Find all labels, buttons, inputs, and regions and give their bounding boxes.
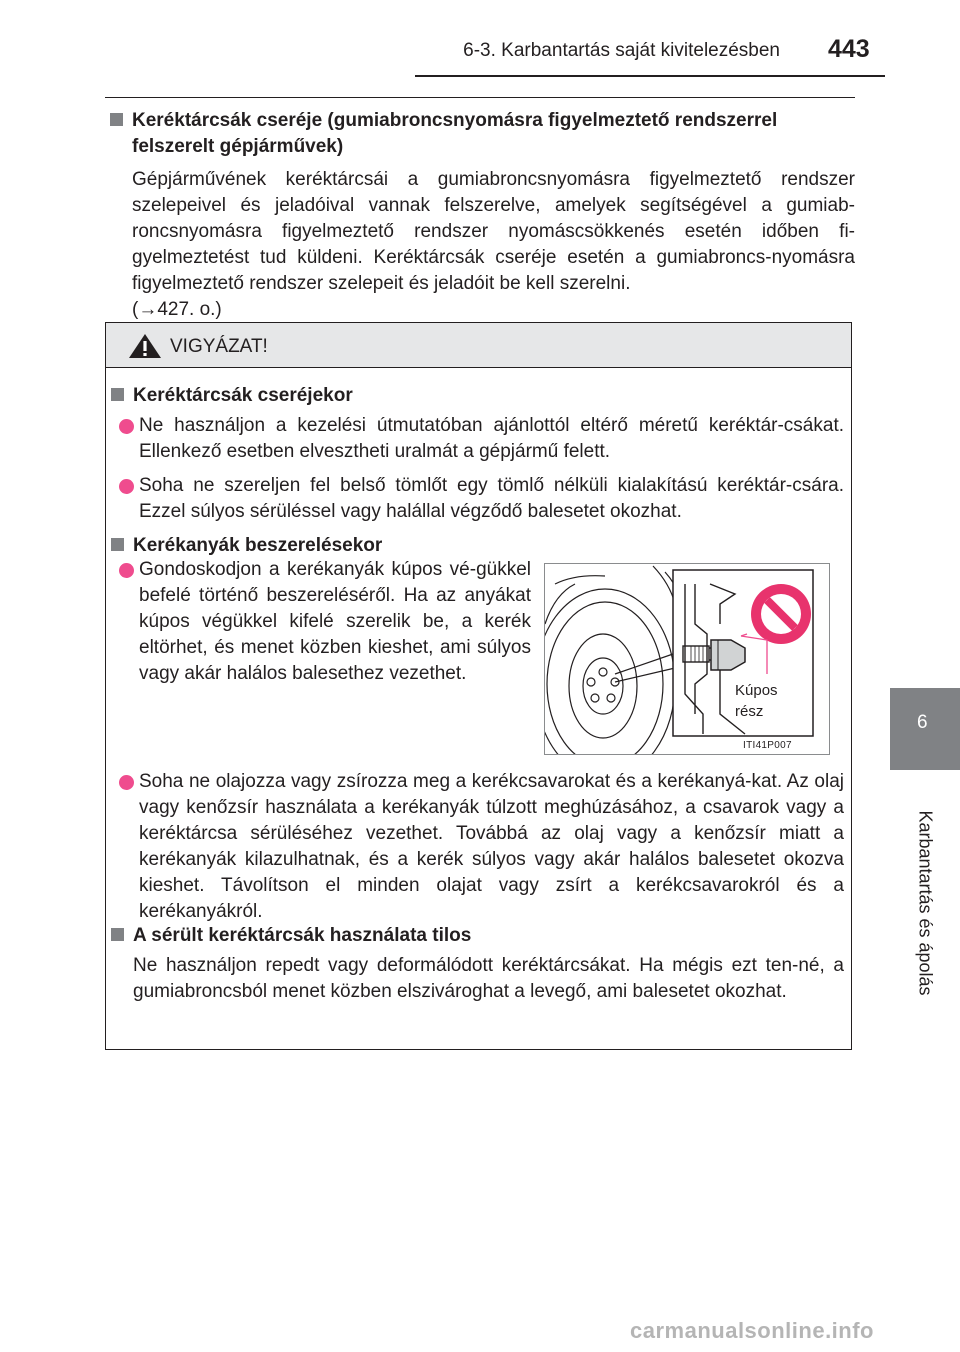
callout-label: Kúpos rész — [735, 682, 778, 720]
content-divider — [105, 97, 855, 98]
lubrication-warning: Soha ne olajozza vagy zsírozza meg a ker… — [111, 769, 844, 925]
page-reference: (→427. o.) — [132, 299, 222, 320]
lug-nut-heading: Kerékanyák beszerelésekor — [111, 533, 844, 559]
chapter-number: 6 — [917, 712, 928, 733]
chapter-label: Karbantartás és ápolás — [915, 810, 936, 996]
caution-box: VIGYÁZAT! Keréktárcsák cseréjekor Ne has… — [105, 322, 852, 1050]
warning-triangle-icon — [129, 334, 161, 358]
header-divider — [415, 75, 885, 77]
intro-heading-continued: felszerelt gépjárművek) — [132, 136, 344, 157]
wheel-illustration — [545, 565, 814, 754]
damaged-wheel-body: Ne használjon repedt vagy deformálódott … — [133, 955, 844, 1002]
square-bullet-icon — [110, 113, 123, 126]
intro-section: Keréktárcsák cseréje (gumiabroncsnyomásr… — [110, 108, 855, 323]
list-item: Gondoskodjon a kerékanyák kúpos vé-gükke… — [111, 557, 531, 687]
caution-header: VIGYÁZAT! — [106, 323, 851, 368]
damaged-wheel-heading: A sérült keréktárcsák használata tilos — [111, 923, 844, 949]
intro-body: Gépjárművének keréktárcsái a gumiabroncs… — [110, 167, 855, 323]
list-item: Ne használjon a kezelési útmutatóban ajá… — [111, 413, 844, 465]
square-bullet-icon — [111, 928, 124, 941]
intro-paragraph: Gépjárművének keréktárcsái a gumiabroncs… — [132, 169, 855, 294]
square-bullet-icon — [111, 538, 124, 551]
figure-code: ITI41P007 — [743, 740, 792, 751]
tire-change-section: Keréktárcsák cseréjekor Ne használjon a … — [111, 383, 844, 559]
caution-title: VIGYÁZAT! — [170, 336, 268, 357]
chapter-tab: 6 — [890, 688, 960, 770]
list-item: Soha ne olajozza vagy zsírozza meg a ker… — [111, 769, 844, 925]
dot-bullet-icon — [119, 479, 134, 494]
lug-nut-illustration: Kúpos rész ITI41P007 — [544, 563, 830, 755]
dot-bullet-icon — [119, 563, 134, 578]
lug-nut-fig-text: Gondoskodjon a kerékanyák kúpos vé-gükke… — [111, 557, 531, 687]
watermark: carmanualsonline.info — [630, 1318, 874, 1343]
dot-bullet-icon — [119, 775, 134, 790]
dot-bullet-icon — [119, 419, 134, 434]
section-title: 6-3. Karbantartás saját kivitelezésben — [463, 40, 780, 61]
square-bullet-icon — [111, 388, 124, 401]
chapter-label-tab: Karbantartás és ápolás — [890, 772, 960, 1034]
intro-heading: Keréktárcsák cseréje (gumiabroncsnyomásr… — [110, 108, 855, 134]
page-number: 443 — [828, 35, 870, 63]
damaged-wheel-section: A sérült keréktárcsák használata tilos N… — [111, 923, 844, 1005]
list-item: Soha ne szereljen fel belső tömlőt egy t… — [111, 473, 844, 525]
tire-change-heading: Keréktárcsák cseréjekor — [111, 383, 844, 409]
